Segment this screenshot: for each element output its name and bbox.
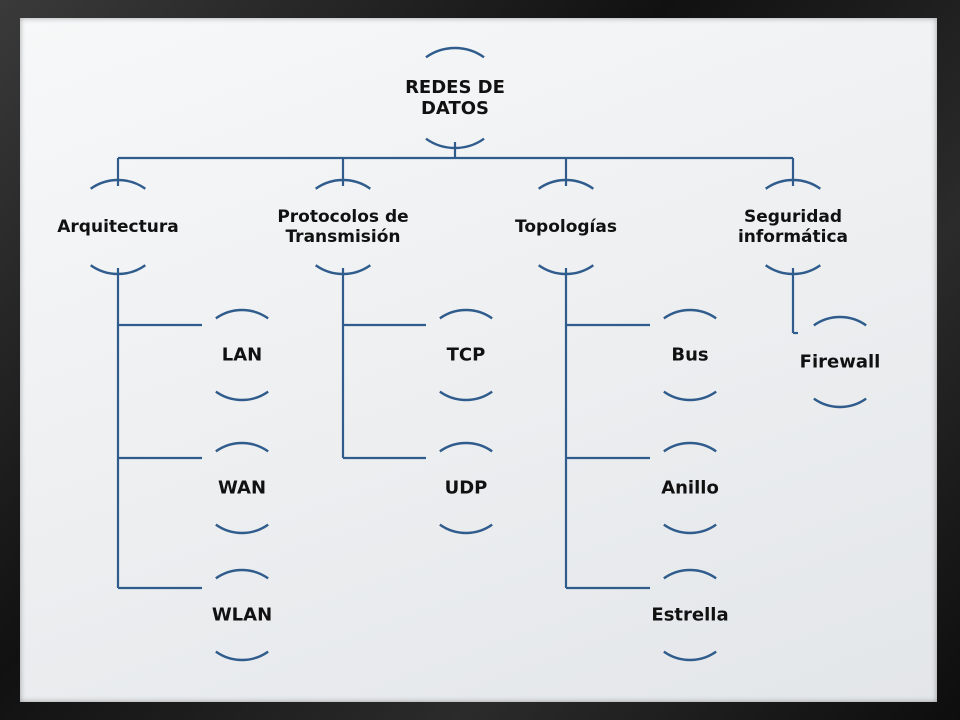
child-node-firewall: Firewall xyxy=(800,315,881,409)
category-node-arquitectura-label: Arquitectura xyxy=(57,217,178,237)
child-node-tcp-label: TCP xyxy=(447,345,486,366)
child-node-wlan-bottom-arc xyxy=(215,650,269,662)
child-node-wan-bottom-arc xyxy=(215,523,269,535)
category-node-arquitectura-top-arc xyxy=(89,178,147,190)
child-node-udp-label: UDP xyxy=(445,478,488,499)
child-node-wlan-top-arc xyxy=(215,568,269,580)
child-node-tcp-bottom-arc xyxy=(439,390,493,402)
root-node-top-arc xyxy=(425,46,485,59)
child-node-anillo-top-arc xyxy=(663,441,717,453)
child-node-bus-label: Bus xyxy=(671,345,708,366)
category-node-protocolos-label: Transmisión xyxy=(285,227,400,247)
category-node-protocolos-top-arc xyxy=(314,178,372,190)
child-node-estrella: Estrella xyxy=(651,568,729,662)
child-node-bus-bottom-arc xyxy=(663,390,717,402)
child-node-bus: Bus xyxy=(663,308,717,402)
child-node-udp-bottom-arc xyxy=(439,523,493,535)
child-node-estrella-bottom-arc xyxy=(663,650,717,662)
child-node-estrella-top-arc xyxy=(663,568,717,580)
child-node-anillo-bottom-arc xyxy=(663,523,717,535)
category-node-arquitectura: Arquitectura xyxy=(57,178,179,276)
root-node-label: DATOS xyxy=(421,98,489,119)
root-node-label: REDES DE xyxy=(405,77,505,98)
category-node-topologias-top-arc xyxy=(537,178,595,190)
category-node-seguridad-label: informática xyxy=(738,227,848,247)
child-node-anillo-label: Anillo xyxy=(661,478,719,499)
child-node-bus-top-arc xyxy=(663,308,717,320)
child-node-lan-top-arc xyxy=(215,308,269,320)
child-node-wlan-label: WLAN xyxy=(212,605,272,626)
category-node-topologias: Topologías xyxy=(515,178,617,276)
child-node-lan-label: LAN xyxy=(222,345,262,366)
child-node-udp-top-arc xyxy=(439,441,493,453)
child-node-firewall-bottom-arc xyxy=(813,397,867,409)
child-node-wan-label: WAN xyxy=(218,478,266,499)
child-node-wlan: WLAN xyxy=(212,568,272,662)
category-node-seguridad-label: Seguridad xyxy=(744,207,842,227)
child-node-tcp: TCP xyxy=(439,308,493,402)
child-node-firewall-label: Firewall xyxy=(800,352,881,373)
category-node-seguridad-top-arc xyxy=(764,178,822,190)
child-node-lan-bottom-arc xyxy=(215,390,269,402)
category-node-protocolos-label: Protocolos de xyxy=(277,207,408,227)
child-node-firewall-top-arc xyxy=(813,315,867,327)
category-node-topologias-label: Topologías xyxy=(515,217,617,237)
child-node-tcp-top-arc xyxy=(439,308,493,320)
child-node-anillo: Anillo xyxy=(661,441,719,535)
root-node-bottom-arc xyxy=(425,137,485,150)
child-node-udp: UDP xyxy=(439,441,493,535)
child-node-estrella-label: Estrella xyxy=(651,605,728,626)
child-node-lan: LAN xyxy=(215,308,269,402)
child-node-wan: WAN xyxy=(215,441,269,535)
child-node-wan-top-arc xyxy=(215,441,269,453)
